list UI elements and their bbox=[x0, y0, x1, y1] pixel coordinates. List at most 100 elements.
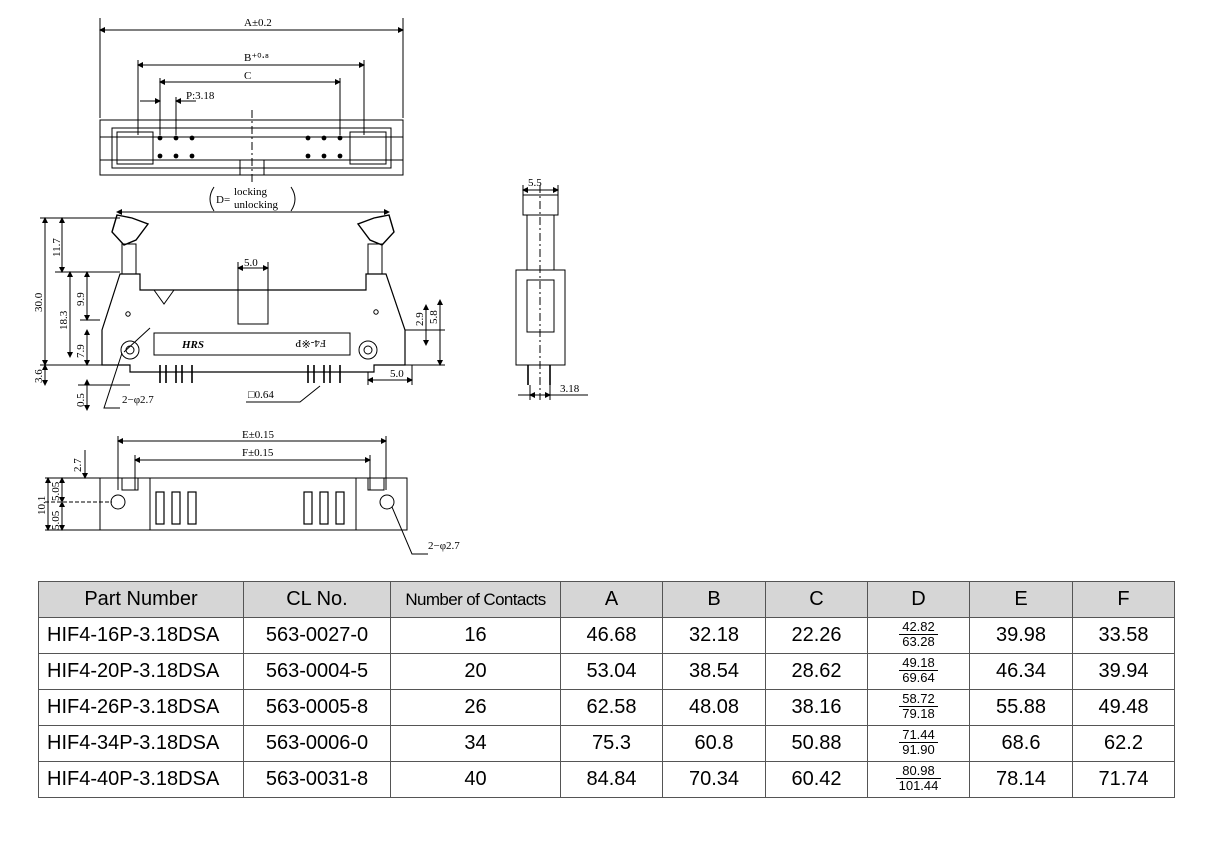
front-hole-note: 2−φ2.7 bbox=[122, 394, 154, 406]
dim-5-5-label: 5.5 bbox=[528, 177, 542, 189]
bottom-hole-note: 2−φ2.7 bbox=[428, 540, 460, 552]
dim-d-locking: locking bbox=[234, 186, 267, 198]
cell-e: 46.34 bbox=[969, 653, 1073, 690]
table-row: HIF4-26P-3.18DSA 563-0005-8 26 62.58 48.… bbox=[38, 689, 1175, 726]
cell-b: 38.54 bbox=[662, 653, 766, 690]
dim-d-unlocking: unlocking bbox=[234, 199, 278, 211]
header-a: A bbox=[560, 581, 663, 618]
cell-b: 60.8 bbox=[662, 725, 766, 762]
dim-5-0-top-label: 5.0 bbox=[244, 257, 258, 269]
header-contacts: Number of Contacts bbox=[390, 581, 561, 618]
top-view bbox=[99, 18, 404, 212]
d-locking-value: 42.82 bbox=[899, 619, 938, 635]
table-row: HIF4-20P-3.18DSA 563-0004-5 20 53.04 38.… bbox=[38, 653, 1175, 690]
cell-e: 78.14 bbox=[969, 761, 1073, 798]
dim-p-label: P:3.18 bbox=[186, 90, 215, 102]
cell-cl-no: 563-0004-5 bbox=[243, 653, 391, 690]
dim-3-18-label: 3.18 bbox=[560, 383, 580, 395]
d-locking-value: 49.18 bbox=[899, 655, 938, 671]
header-e: E bbox=[969, 581, 1073, 618]
cell-e: 55.88 bbox=[969, 689, 1073, 726]
cell-contacts: 40 bbox=[390, 761, 561, 798]
cell-contacts: 16 bbox=[390, 617, 561, 654]
spec-table: Part Number CL No. Number of Contacts A … bbox=[38, 581, 1175, 798]
cell-f: 71.74 bbox=[1072, 761, 1175, 798]
technical-drawing: A±0.2 B⁺⁰⋅⁸ C P:3.18 D= locking unlockin… bbox=[33, 17, 588, 555]
cell-cl-no: 563-0027-0 bbox=[243, 617, 391, 654]
d-unlocking-value: 91.90 bbox=[902, 741, 935, 757]
side-view bbox=[515, 185, 588, 400]
dim-e-label: E±0.15 bbox=[242, 429, 275, 441]
cell-f: 49.48 bbox=[1072, 689, 1175, 726]
table-row: HIF4-16P-3.18DSA 563-0027-0 16 46.68 32.… bbox=[38, 617, 1175, 654]
cell-cl-no: 563-0006-0 bbox=[243, 725, 391, 762]
dim-0-64-label: □0.64 bbox=[248, 389, 274, 401]
d-locking-value: 58.72 bbox=[899, 691, 938, 707]
dim-5-0-right-label: 5.0 bbox=[390, 368, 404, 380]
table-row: HIF4-40P-3.18DSA 563-0031-8 40 84.84 70.… bbox=[38, 761, 1175, 798]
d-unlocking-value: 79.18 bbox=[902, 705, 935, 721]
d-locking-value: 80.98 bbox=[895, 763, 942, 779]
body-marking: F4-※P bbox=[295, 337, 326, 349]
cell-part-number: HIF4-34P-3.18DSA bbox=[38, 725, 244, 762]
header-b: B bbox=[662, 581, 766, 618]
dim-f-label: F±0.15 bbox=[242, 447, 274, 459]
dim-d-prefix: D= bbox=[216, 194, 230, 206]
cell-contacts: 34 bbox=[390, 725, 561, 762]
cell-part-number: HIF4-20P-3.18DSA bbox=[38, 653, 244, 690]
cell-b: 48.08 bbox=[662, 689, 766, 726]
header-f: F bbox=[1072, 581, 1175, 618]
cell-c: 50.88 bbox=[765, 725, 868, 762]
table-header-row: Part Number CL No. Number of Contacts A … bbox=[38, 581, 1175, 618]
cell-a: 46.68 bbox=[560, 617, 663, 654]
dim-30-0-label: 30.0 bbox=[33, 292, 45, 312]
cell-c: 60.42 bbox=[765, 761, 868, 798]
dim-2-7-label: 2.7 bbox=[72, 458, 84, 472]
dim-18-3-label: 18.3 bbox=[58, 310, 70, 330]
cell-c: 28.62 bbox=[765, 653, 868, 690]
cell-c: 22.26 bbox=[765, 617, 868, 654]
cell-e: 39.98 bbox=[969, 617, 1073, 654]
bottom-view-labels: E±0.15 F±0.15 2.7 10.1 5.05 5.05 2−φ2.7 bbox=[36, 429, 460, 552]
side-view-labels: 5.5 3.18 bbox=[528, 177, 580, 395]
cell-e: 68.6 bbox=[969, 725, 1073, 762]
header-c: C bbox=[765, 581, 868, 618]
cell-a: 53.04 bbox=[560, 653, 663, 690]
cell-f: 62.2 bbox=[1072, 725, 1175, 762]
dim-3-6-label: 3.6 bbox=[33, 369, 45, 383]
cell-contacts: 20 bbox=[390, 653, 561, 690]
cell-a: 62.58 bbox=[560, 689, 663, 726]
cell-contacts: 26 bbox=[390, 689, 561, 726]
top-view-labels: A±0.2 B⁺⁰⋅⁸ C P:3.18 D= locking unlockin… bbox=[186, 17, 278, 211]
dim-5-8-label: 5.8 bbox=[428, 310, 440, 324]
dim-11-7-label: 11.7 bbox=[51, 238, 63, 257]
dim-b-label: B⁺⁰⋅⁸ bbox=[244, 52, 269, 64]
cell-part-number: HIF4-26P-3.18DSA bbox=[38, 689, 244, 726]
cell-a: 84.84 bbox=[560, 761, 663, 798]
dim-5-05a-label: 5.05 bbox=[50, 481, 62, 501]
brand-marking: HRS bbox=[181, 339, 204, 351]
cell-f: 39.94 bbox=[1072, 653, 1175, 690]
header-d: D bbox=[867, 581, 970, 618]
d-unlocking-value: 69.64 bbox=[902, 669, 935, 685]
cell-part-number: HIF4-40P-3.18DSA bbox=[38, 761, 244, 798]
dim-0-5-label: 0.5 bbox=[75, 393, 87, 407]
header-cl-no: CL No. bbox=[243, 581, 391, 618]
dim-10-1-label: 10.1 bbox=[36, 496, 48, 515]
cell-a: 75.3 bbox=[560, 725, 663, 762]
cell-b: 70.34 bbox=[662, 761, 766, 798]
cell-f: 33.58 bbox=[1072, 617, 1175, 654]
front-view bbox=[40, 209, 445, 411]
bottom-view bbox=[45, 436, 428, 555]
dim-2-9-label: 2.9 bbox=[414, 312, 426, 326]
cell-cl-no: 563-0005-8 bbox=[243, 689, 391, 726]
